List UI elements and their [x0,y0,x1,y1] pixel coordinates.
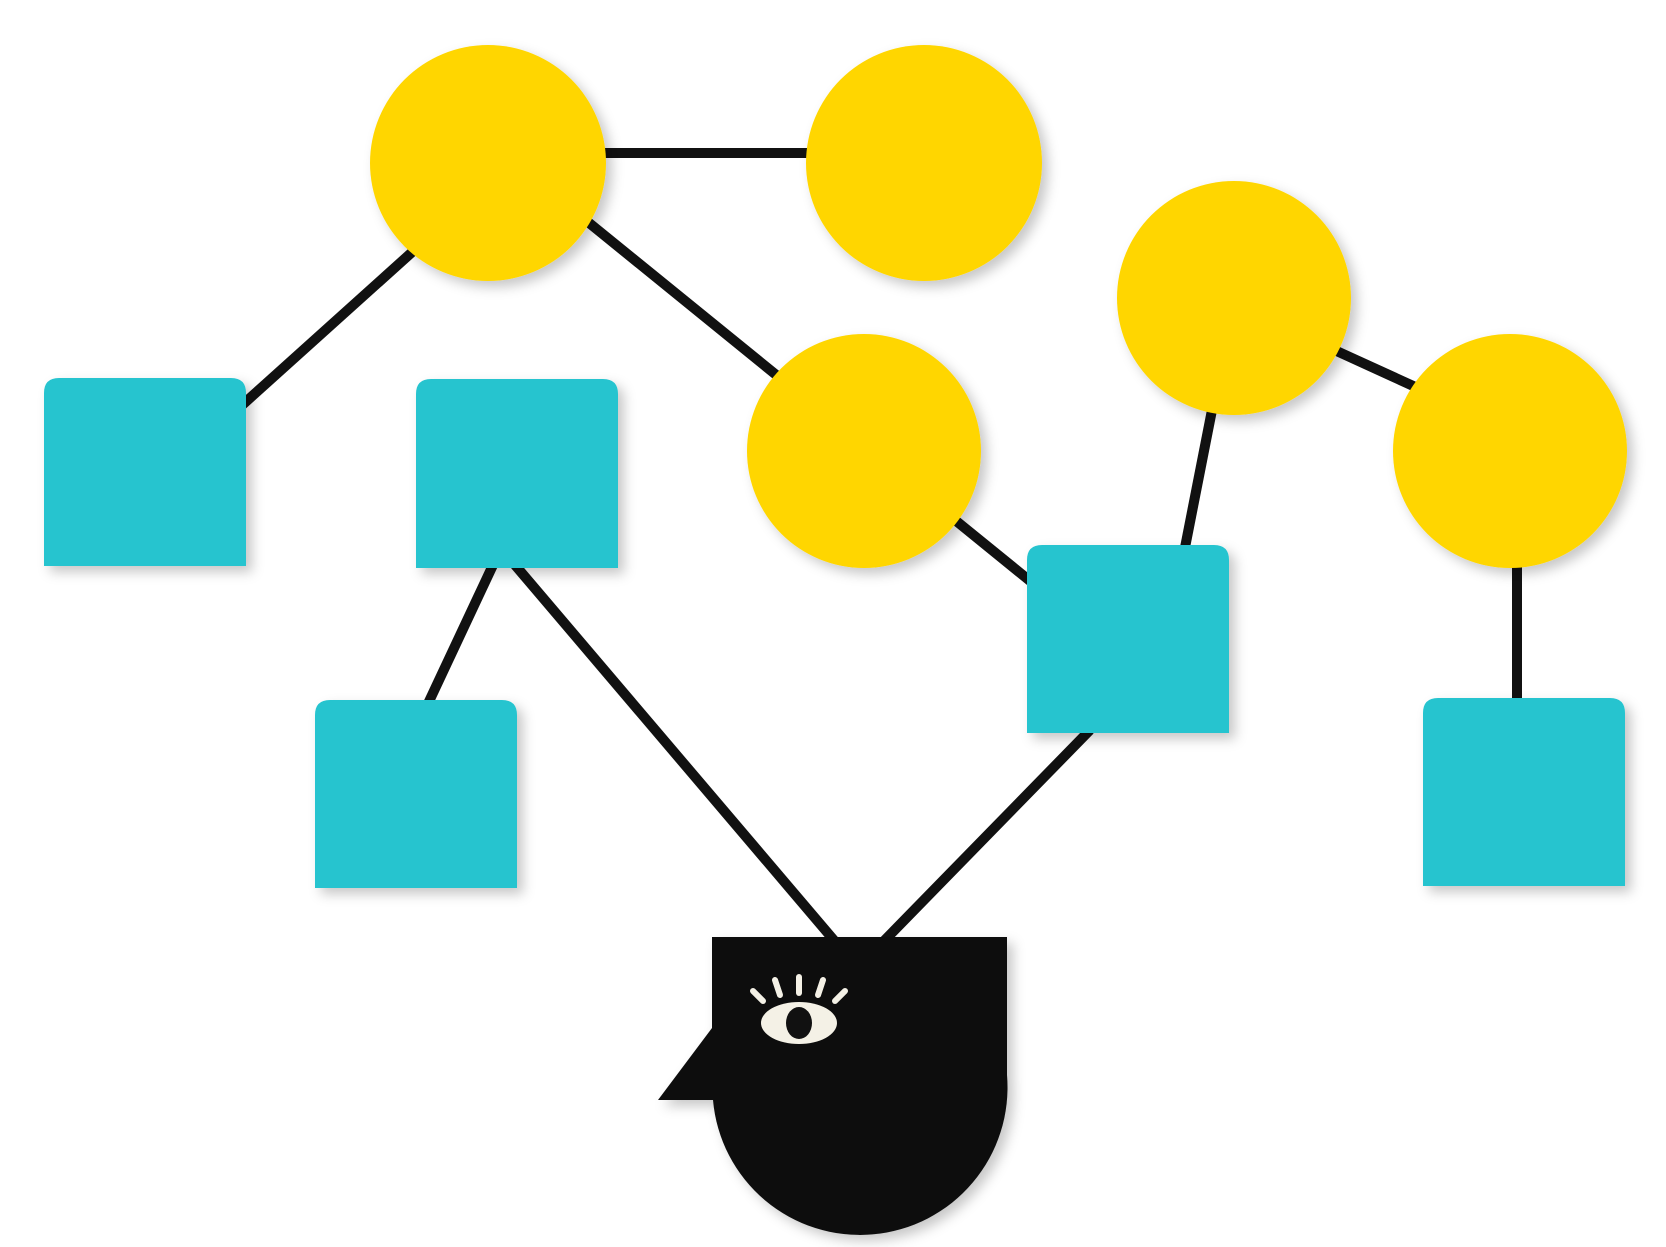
square-node-4 [1027,545,1229,733]
edge-circle-1-square-1 [236,241,424,411]
circle-node-4 [1117,181,1351,415]
square-node-5 [1423,698,1625,886]
square-node-3 [315,700,517,888]
edge-circle-1-circle-3 [579,214,784,382]
edge-square-2-observer [511,561,842,949]
eye-icon [750,974,848,1044]
edge-square-4-observer [876,726,1094,949]
head-silhouette [658,937,1008,1235]
circle-node-3 [747,334,981,568]
square-node-1 [44,378,246,566]
circle-node-5 [1393,334,1627,568]
circle-nodes [370,45,1627,568]
observer-head [658,937,1008,1235]
edge-square-2-square-3 [420,562,498,713]
edges-layer [236,148,1522,949]
circle-node-2 [806,45,1042,281]
edge-circle-3-square-4 [951,516,1039,589]
square-node-2 [416,379,618,568]
circle-node-1 [370,45,606,281]
edge-circle-4-circle-5 [1327,343,1425,395]
square-nodes [44,378,1625,888]
